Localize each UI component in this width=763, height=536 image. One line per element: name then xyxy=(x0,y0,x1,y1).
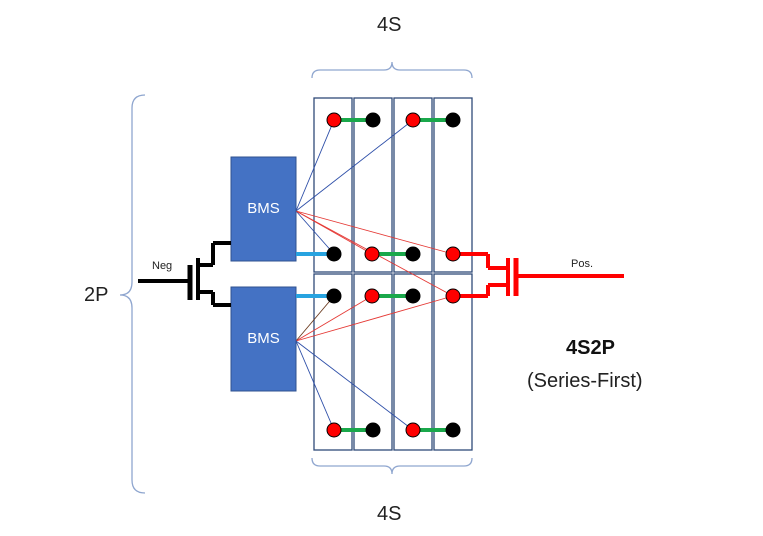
bottom-bms-sense-wires xyxy=(295,295,454,431)
top-cell-group xyxy=(313,97,473,273)
cell-bottom-2 xyxy=(353,273,393,451)
bottom-group-terminals xyxy=(326,288,461,438)
negative-bus xyxy=(138,241,231,307)
positive-terminal xyxy=(405,112,421,128)
bms-bottom-box xyxy=(230,286,297,392)
positive-terminal xyxy=(326,422,342,438)
pos-label: Pos. xyxy=(571,258,594,270)
cell-top-1 xyxy=(313,97,353,273)
negative-terminal xyxy=(445,112,461,128)
positive-terminal xyxy=(445,288,461,304)
config-subtitle: (Series-First) xyxy=(527,370,643,392)
config-title: 4S2P xyxy=(566,337,615,359)
cell-top-3 xyxy=(393,97,433,273)
cell-bottom-4 xyxy=(433,273,473,451)
negative-terminal xyxy=(445,422,461,438)
bms-top-box xyxy=(230,156,297,262)
negative-terminal xyxy=(326,288,342,304)
bms-bottom-label: BMS xyxy=(247,330,280,347)
cell-top-2 xyxy=(353,97,393,273)
positive-terminal xyxy=(405,422,421,438)
cell-top-4 xyxy=(433,97,473,273)
top-series-brace xyxy=(311,61,473,79)
neg-label: Neg xyxy=(152,260,173,272)
parallel-brace xyxy=(119,94,146,494)
parallel-label: 2P xyxy=(84,284,109,306)
top-group-terminals xyxy=(326,112,461,262)
bottom-series-label: 4S xyxy=(377,503,402,525)
negative-terminal xyxy=(365,422,381,438)
negative-terminal xyxy=(365,112,381,128)
positive-bus xyxy=(453,252,624,298)
top-bms-sense-wires xyxy=(295,119,454,297)
positive-terminal xyxy=(326,112,342,128)
bms-top-label: BMS xyxy=(247,200,280,217)
negative-terminal xyxy=(405,288,421,304)
positive-terminal xyxy=(445,246,461,262)
positive-terminal xyxy=(364,288,380,304)
positive-terminal xyxy=(364,246,380,262)
bottom-series-brace xyxy=(311,457,473,475)
cell-bottom-1 xyxy=(313,273,353,451)
negative-terminal xyxy=(326,246,342,262)
top-series-label: 4S xyxy=(377,14,402,36)
negative-terminal xyxy=(405,246,421,262)
